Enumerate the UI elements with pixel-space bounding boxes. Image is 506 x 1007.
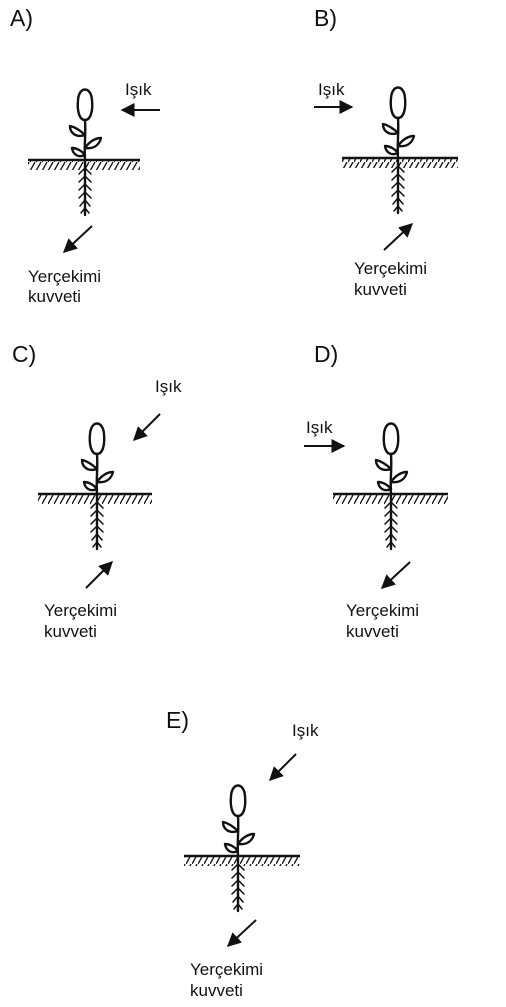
gravity-label-e-line2: kuvveti (190, 981, 243, 1000)
gravity-arrow-c (85, 561, 113, 589)
option-b: B) Işık Yerçekimi kuvveti (314, 5, 458, 299)
ground-e (184, 854, 300, 866)
gravity-label-a-line2: kuvveti (28, 287, 81, 306)
light-label-b: Işık (318, 80, 345, 99)
light-arrow-e (269, 753, 297, 781)
ground-c (38, 492, 152, 504)
gravity-label-b-line2: kuvveti (354, 280, 407, 299)
option-a: A) Işık Yerçekimi kuvveti (10, 5, 160, 306)
option-label-c: C) (12, 341, 36, 367)
light-label-c: Işık (155, 377, 182, 396)
ground-d (333, 492, 448, 504)
light-label-d: Işık (306, 418, 333, 437)
option-label-b: B) (314, 5, 337, 31)
plant-b (381, 86, 416, 215)
gravity-label-d-line1: Yerçekimi (346, 601, 419, 620)
option-d: D) Işık Yerçekimi kuvveti (304, 341, 448, 641)
option-label-e: E) (166, 707, 189, 733)
gravity-label-a-line1: Yerçekimi (28, 267, 101, 286)
gravity-arrow-e (226, 919, 257, 947)
gravity-label-c-line1: Yerçekimi (44, 601, 117, 620)
light-arrow-c (133, 413, 161, 441)
gravity-arrow-b (383, 223, 414, 251)
plant-c (80, 422, 115, 551)
light-label-e: Işık (292, 721, 319, 740)
plant-d (374, 422, 409, 551)
plant-e (221, 784, 256, 913)
gravity-label-d-line2: kuvveti (346, 622, 399, 641)
gravity-arrow-a (62, 225, 93, 253)
gravity-label-c-line2: kuvveti (44, 622, 97, 641)
option-label-a: A) (10, 5, 33, 31)
option-c: C) Işık Yerçekimi kuvveti (12, 341, 182, 641)
ground-a (28, 158, 140, 170)
light-label-a: Işık (125, 80, 152, 99)
plant-a (68, 88, 103, 217)
gravity-label-b-line1: Yerçekimi (354, 259, 427, 278)
option-e: E) Işık Yerçekimi kuvveti (166, 707, 319, 1000)
option-label-d: D) (314, 341, 338, 367)
gravity-label-e-line1: Yerçekimi (190, 960, 263, 979)
gravity-arrow-d (380, 561, 411, 589)
ground-b (342, 156, 458, 168)
